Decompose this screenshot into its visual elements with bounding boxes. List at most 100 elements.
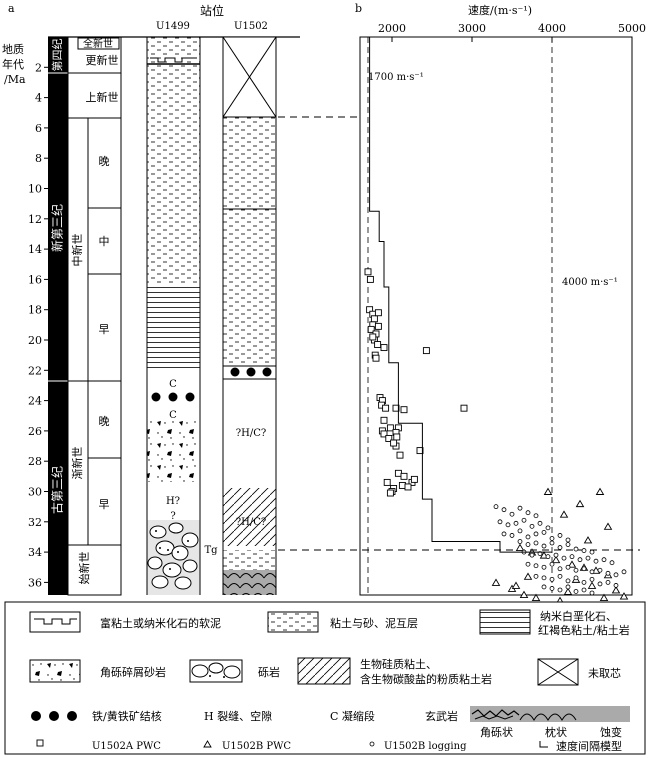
pwc-a-point bbox=[398, 481, 406, 489]
pwc-a-point bbox=[374, 322, 382, 330]
age-tick-label: 10 bbox=[28, 183, 42, 196]
logging-point bbox=[541, 530, 547, 535]
logging-point bbox=[573, 546, 579, 552]
u1502-label-2: ?H/C? bbox=[236, 517, 266, 528]
logging-point bbox=[589, 576, 595, 582]
u1502-label-1: ?H/C? bbox=[236, 428, 266, 439]
logging-point bbox=[589, 569, 595, 575]
logging-point bbox=[541, 584, 547, 590]
legend-basalt-breccia: 角砾状 bbox=[480, 725, 513, 739]
logging-point bbox=[605, 580, 611, 585]
pwc-a-point bbox=[380, 416, 388, 424]
sub-early-oligocene: 早 bbox=[99, 498, 110, 511]
svg-text:生物硅质粘土、: 生物硅质粘土、 bbox=[360, 657, 437, 671]
age-tick-label: 4 bbox=[35, 92, 42, 105]
svg-text:粘土与砂、泥互层: 粘土与砂、泥互层 bbox=[330, 616, 418, 630]
pwc-a-point bbox=[400, 406, 408, 414]
sub-late-miocene: 晚 bbox=[99, 155, 110, 168]
age-tick-label: 14 bbox=[28, 243, 42, 256]
logging-point bbox=[557, 566, 563, 572]
pwc-b-point bbox=[559, 510, 569, 518]
soft-mud-symbol bbox=[150, 57, 197, 63]
logging-point bbox=[569, 554, 575, 560]
logging-point bbox=[509, 511, 515, 517]
x-tick-label: 3000 bbox=[458, 22, 486, 35]
svg-text:含生物碳酸盐的粉质粘土岩: 含生物碳酸盐的粉质粘土岩 bbox=[360, 672, 492, 686]
epoch-pleistocene: 更新世 bbox=[86, 53, 119, 67]
pwc-a-point bbox=[400, 472, 408, 480]
legend-basalt-altered: 蚀变 bbox=[600, 725, 622, 739]
logging-point bbox=[525, 542, 531, 547]
logging-point bbox=[517, 505, 523, 511]
station-header: 站位 bbox=[200, 3, 224, 18]
logging-point bbox=[553, 552, 559, 558]
logging-point bbox=[581, 548, 587, 553]
logging-point bbox=[565, 542, 571, 547]
logging-point bbox=[597, 567, 603, 573]
logging-point bbox=[509, 533, 515, 538]
epoch-holocene: 全新世 bbox=[83, 37, 113, 50]
pwc-a-point bbox=[380, 430, 388, 438]
logging-point bbox=[581, 566, 587, 572]
pwc-a-point bbox=[392, 404, 400, 412]
age-tick-label: 8 bbox=[35, 152, 42, 165]
logging-point bbox=[525, 561, 531, 567]
epoch-column bbox=[67, 36, 122, 596]
age-axis-label-1: 地质 bbox=[2, 43, 24, 56]
conglomerate-clasts bbox=[147, 522, 199, 590]
pwc-a-point bbox=[422, 347, 430, 355]
period-column bbox=[48, 37, 68, 595]
pwc-a-point bbox=[370, 315, 378, 323]
x-tick-label: 4000 bbox=[538, 22, 566, 35]
legend-basalt-pillow: 枕状 bbox=[545, 725, 567, 739]
pwc-b-point bbox=[603, 522, 613, 530]
pwc-a-point bbox=[390, 439, 398, 447]
legend-basalt-symbol bbox=[470, 706, 630, 722]
logging-point bbox=[533, 540, 539, 546]
age-tick-label: 26 bbox=[28, 425, 42, 438]
logging-point bbox=[613, 572, 619, 578]
legend-series-3: U1502B logging bbox=[369, 741, 467, 752]
logging-point bbox=[537, 520, 543, 526]
logging-point bbox=[521, 517, 527, 523]
logging-point bbox=[585, 555, 591, 561]
age-tick-label: 2 bbox=[35, 61, 42, 74]
pwc-a-point bbox=[386, 424, 394, 432]
logging-point bbox=[529, 552, 535, 558]
legend-soft-mud: 富粘土或纳米化石的软泥 bbox=[29, 611, 221, 633]
annotation-4000: 4000 m·s⁻¹ bbox=[562, 277, 618, 288]
pwc-a-point bbox=[410, 475, 418, 483]
logging-point bbox=[597, 581, 603, 587]
svg-text:U1502A PWC: U1502A PWC bbox=[92, 741, 161, 752]
logging-point bbox=[549, 576, 555, 582]
pwc-b-point bbox=[511, 581, 521, 589]
age-tick-label: 36 bbox=[28, 576, 42, 589]
svg-text:纳米白垩化石、: 纳米白垩化石、 bbox=[540, 609, 617, 623]
u1499-label-c2: C bbox=[169, 410, 177, 421]
age-tick-label: 28 bbox=[28, 455, 42, 468]
logging-point bbox=[533, 531, 539, 537]
logging-point bbox=[581, 587, 587, 593]
pwc-b-point bbox=[595, 487, 605, 495]
logging-point bbox=[533, 513, 539, 519]
pwc-a-point bbox=[382, 404, 390, 412]
sub-early-miocene: 早 bbox=[99, 323, 110, 336]
age-tick-label: 22 bbox=[28, 364, 42, 377]
logging-point bbox=[533, 573, 539, 579]
pwc-a-point bbox=[380, 344, 388, 352]
pwc-a-point bbox=[364, 268, 372, 276]
legend-series-4: 速度间隔模型 bbox=[539, 739, 622, 753]
u1502-column bbox=[222, 36, 277, 595]
pwc-a-point bbox=[367, 325, 375, 333]
age-tick-label: 30 bbox=[28, 486, 42, 499]
legend-clay-sand: 粘土与砂、泥互层 bbox=[267, 611, 418, 633]
pwc-a-point bbox=[383, 478, 391, 486]
age-tick-label: 34 bbox=[28, 546, 42, 559]
logging-point bbox=[573, 589, 579, 594]
legend-fracture: H 裂缝、空隙 bbox=[204, 709, 272, 723]
age-tick-label: 18 bbox=[28, 304, 42, 317]
pwc-a-point bbox=[460, 404, 468, 412]
x-tick-label: 5000 bbox=[618, 22, 646, 35]
logging-point bbox=[513, 520, 519, 526]
logging-point bbox=[593, 558, 599, 564]
